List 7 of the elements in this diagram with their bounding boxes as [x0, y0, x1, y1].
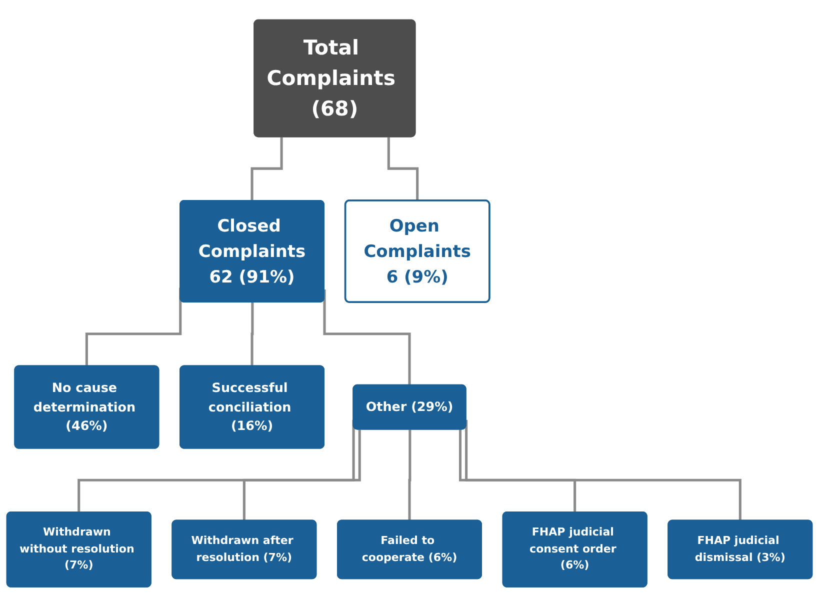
connector	[323, 290, 412, 387]
connector	[250, 137, 283, 202]
connector	[242, 430, 361, 522]
connector	[465, 420, 742, 522]
connector	[458, 430, 576, 514]
connector	[408, 430, 412, 522]
connector	[250, 302, 254, 368]
